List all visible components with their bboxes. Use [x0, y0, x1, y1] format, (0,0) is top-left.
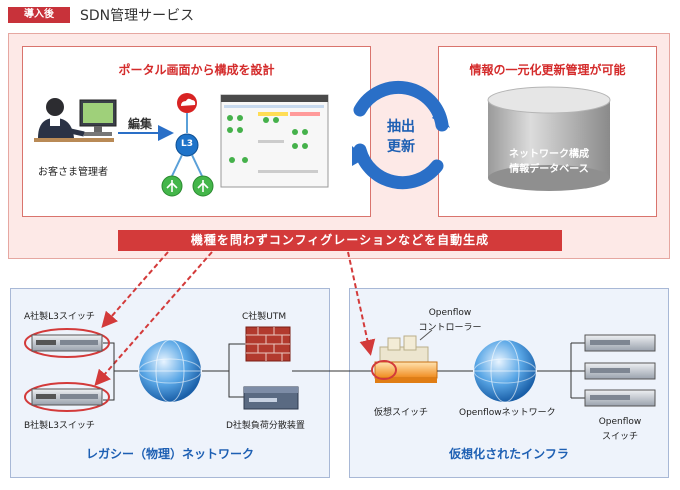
virtual-switch-label: 仮想スイッチ — [374, 408, 429, 418]
switch-b-label: B社製L3スイッチ — [24, 421, 95, 431]
config-arrow-b — [94, 251, 213, 387]
switch-a-device — [24, 328, 110, 358]
customer-admin-label: お客さま管理者 — [38, 167, 108, 178]
controller-label-line2: コントローラー — [418, 323, 482, 333]
virtual-links — [437, 342, 585, 399]
openflow-switch-label-line2: スイッチ — [601, 432, 638, 442]
portal-design-title: ポータル画面から構成を設計 — [118, 63, 275, 77]
cycle-extract-label: 抽出 — [387, 119, 415, 135]
l3-label: L3 — [181, 139, 193, 149]
openflow-switch-device — [584, 334, 656, 352]
auto-config-banner: 機種を問わずコンフィグレーションなどを自動生成 — [118, 230, 562, 251]
switch-b-device — [24, 382, 110, 412]
l2-switch-icon — [192, 175, 214, 197]
cycle-update-label: 更新 — [387, 139, 415, 155]
load-balancer-device — [243, 386, 299, 410]
openflow-network-label: Openflowネットワーク — [459, 408, 556, 418]
operator-icon — [34, 98, 117, 142]
legacy-network-title: レガシー（物理）ネットワーク — [85, 447, 254, 461]
database-label-line2: 情報データベース — [509, 164, 589, 175]
central-management-title: 情報の一元化更新管理が可能 — [469, 63, 626, 77]
topology-link — [191, 154, 203, 177]
page-title: SDN管理サービス — [80, 8, 195, 24]
controller-label-line1: Openflow — [428, 308, 472, 318]
l3-switch-icon — [175, 133, 199, 157]
legacy-network-globe-icon — [138, 339, 202, 403]
database-label-line1: ネットワーク構成 — [509, 149, 589, 160]
openflow-switch-device — [584, 389, 656, 407]
openflow-switch-label-line1: Openflow — [598, 417, 642, 427]
config-arrow-a — [101, 251, 169, 329]
load-balancer-label: D社製負荷分散装置 — [226, 421, 305, 431]
switch-a-label: A社製L3スイッチ — [24, 312, 95, 322]
l2-switch-icon — [161, 175, 183, 197]
config-arrow-vswitch — [347, 251, 376, 356]
openflow-network-globe-icon — [473, 339, 537, 403]
extract-update-cycle-icon — [352, 80, 450, 190]
virtual-infra-title: 仮想化されたインフラ — [449, 447, 569, 461]
edit-label: 編集 — [128, 117, 153, 131]
topology-link — [171, 154, 183, 177]
utm-label: C社製UTM — [242, 312, 287, 322]
database-icon — [487, 86, 611, 191]
portal-screen-thumbnail — [220, 94, 329, 188]
openflow-switch-device — [584, 362, 656, 380]
virtual-switch-device — [371, 360, 438, 383]
firewall-icon — [245, 326, 291, 362]
openflow-controller-icon — [379, 329, 433, 364]
cloud-icon — [177, 93, 197, 113]
after-introduction-badge: 導入後 — [8, 7, 70, 23]
